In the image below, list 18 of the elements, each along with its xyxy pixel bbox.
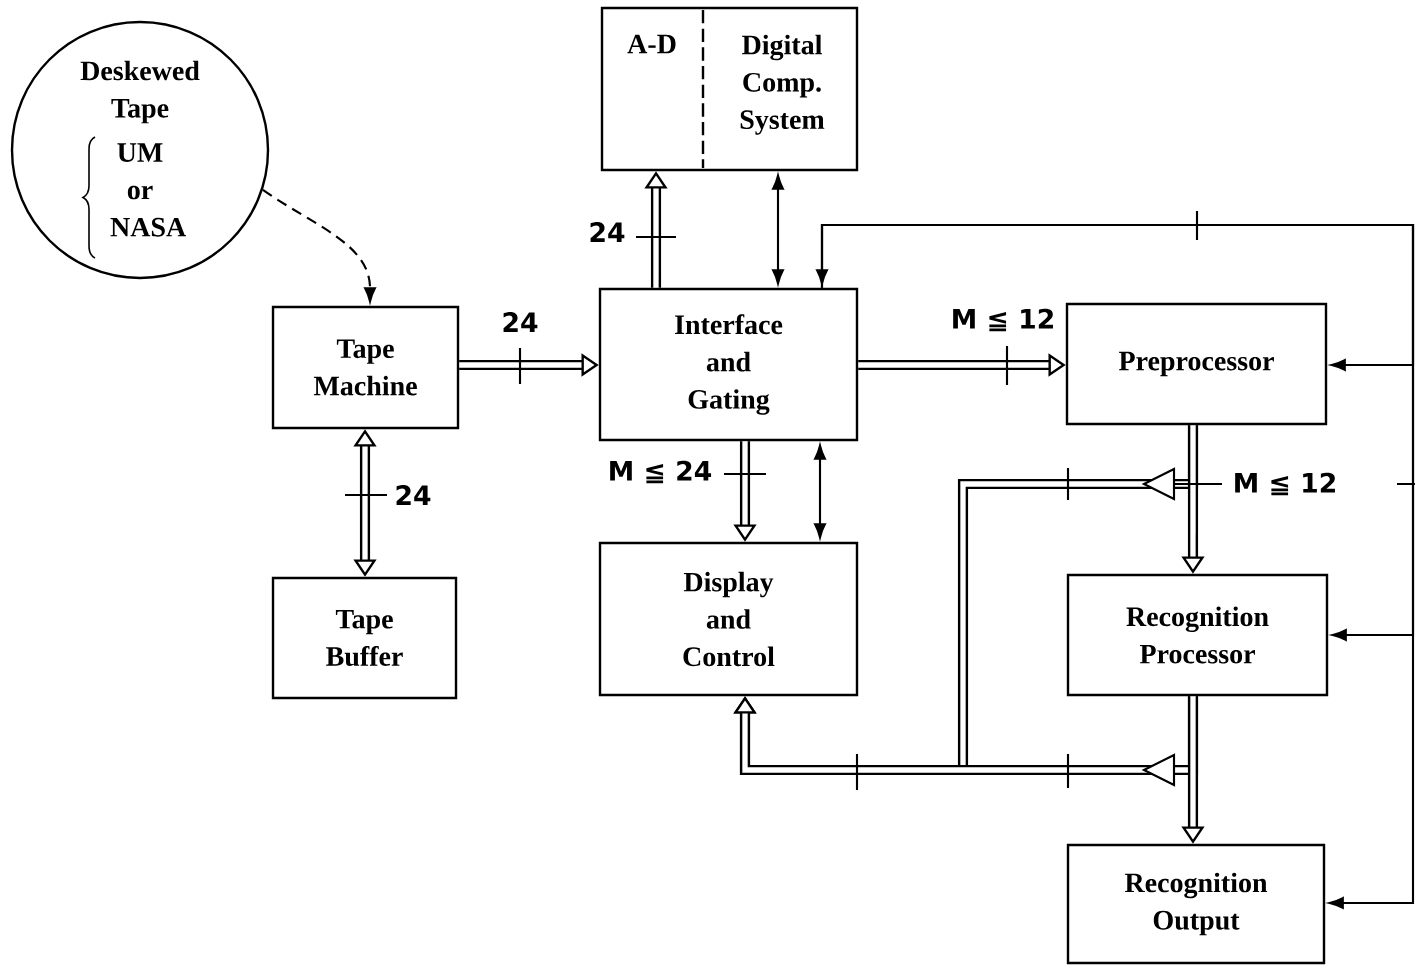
edge-label: M ≦ 24 bbox=[606, 459, 714, 485]
process-box: Display and Control bbox=[598, 541, 859, 697]
edge-label: M ≦ 12 bbox=[1231, 471, 1339, 497]
edge-label: M ≦ 12 bbox=[949, 307, 1057, 333]
process-box: Interface and Gating bbox=[598, 287, 859, 442]
process-box: Recognition Processor bbox=[1066, 573, 1329, 697]
dashed-arrow bbox=[262, 189, 376, 303]
process-box: Preprocessor bbox=[1065, 302, 1328, 426]
edge-label: 24 bbox=[587, 220, 627, 244]
arrow bbox=[820, 223, 1415, 909]
edge-label: 24 bbox=[500, 310, 540, 334]
process-box: A-D Digital Comp. System bbox=[600, 6, 859, 172]
arrow bbox=[772, 174, 784, 285]
process-box: Recognition Output bbox=[1066, 843, 1326, 965]
arrow bbox=[814, 444, 826, 539]
process-box: Tape Machine bbox=[271, 305, 460, 430]
edge-label: 24 bbox=[393, 483, 433, 507]
process-box: Tape Buffer bbox=[271, 576, 458, 700]
